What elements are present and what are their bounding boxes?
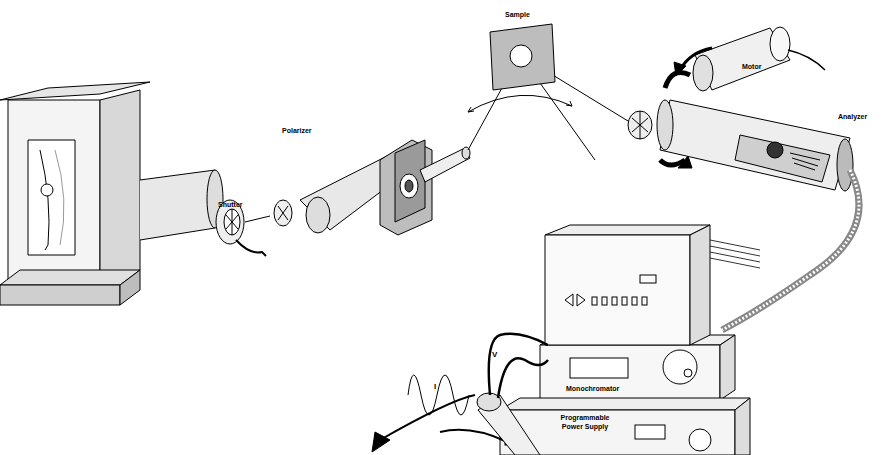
signal-label: I (434, 382, 436, 391)
analyzer (657, 72, 853, 191)
motor (674, 27, 825, 91)
part-label: Monochromator (566, 384, 619, 393)
part-label: Sample (505, 10, 530, 19)
monochromator (540, 225, 760, 400)
part-label: Programmable Power Supply (555, 413, 615, 431)
part-label: Analyzer (838, 112, 867, 121)
angle-arc (468, 95, 572, 112)
light-beam (245, 216, 270, 222)
part-label: Polarizer (282, 126, 312, 135)
lamp-housing (0, 82, 223, 305)
iris (628, 111, 652, 139)
waveform-arrow (380, 395, 475, 440)
cable-holder (477, 334, 548, 455)
shutter (216, 200, 266, 256)
signal-label: V (492, 350, 497, 359)
part-label: Shutter (218, 200, 243, 209)
optical-fiber (722, 170, 859, 330)
sample (490, 24, 555, 90)
part-label: Motor (742, 62, 761, 71)
polarizer (274, 140, 470, 235)
